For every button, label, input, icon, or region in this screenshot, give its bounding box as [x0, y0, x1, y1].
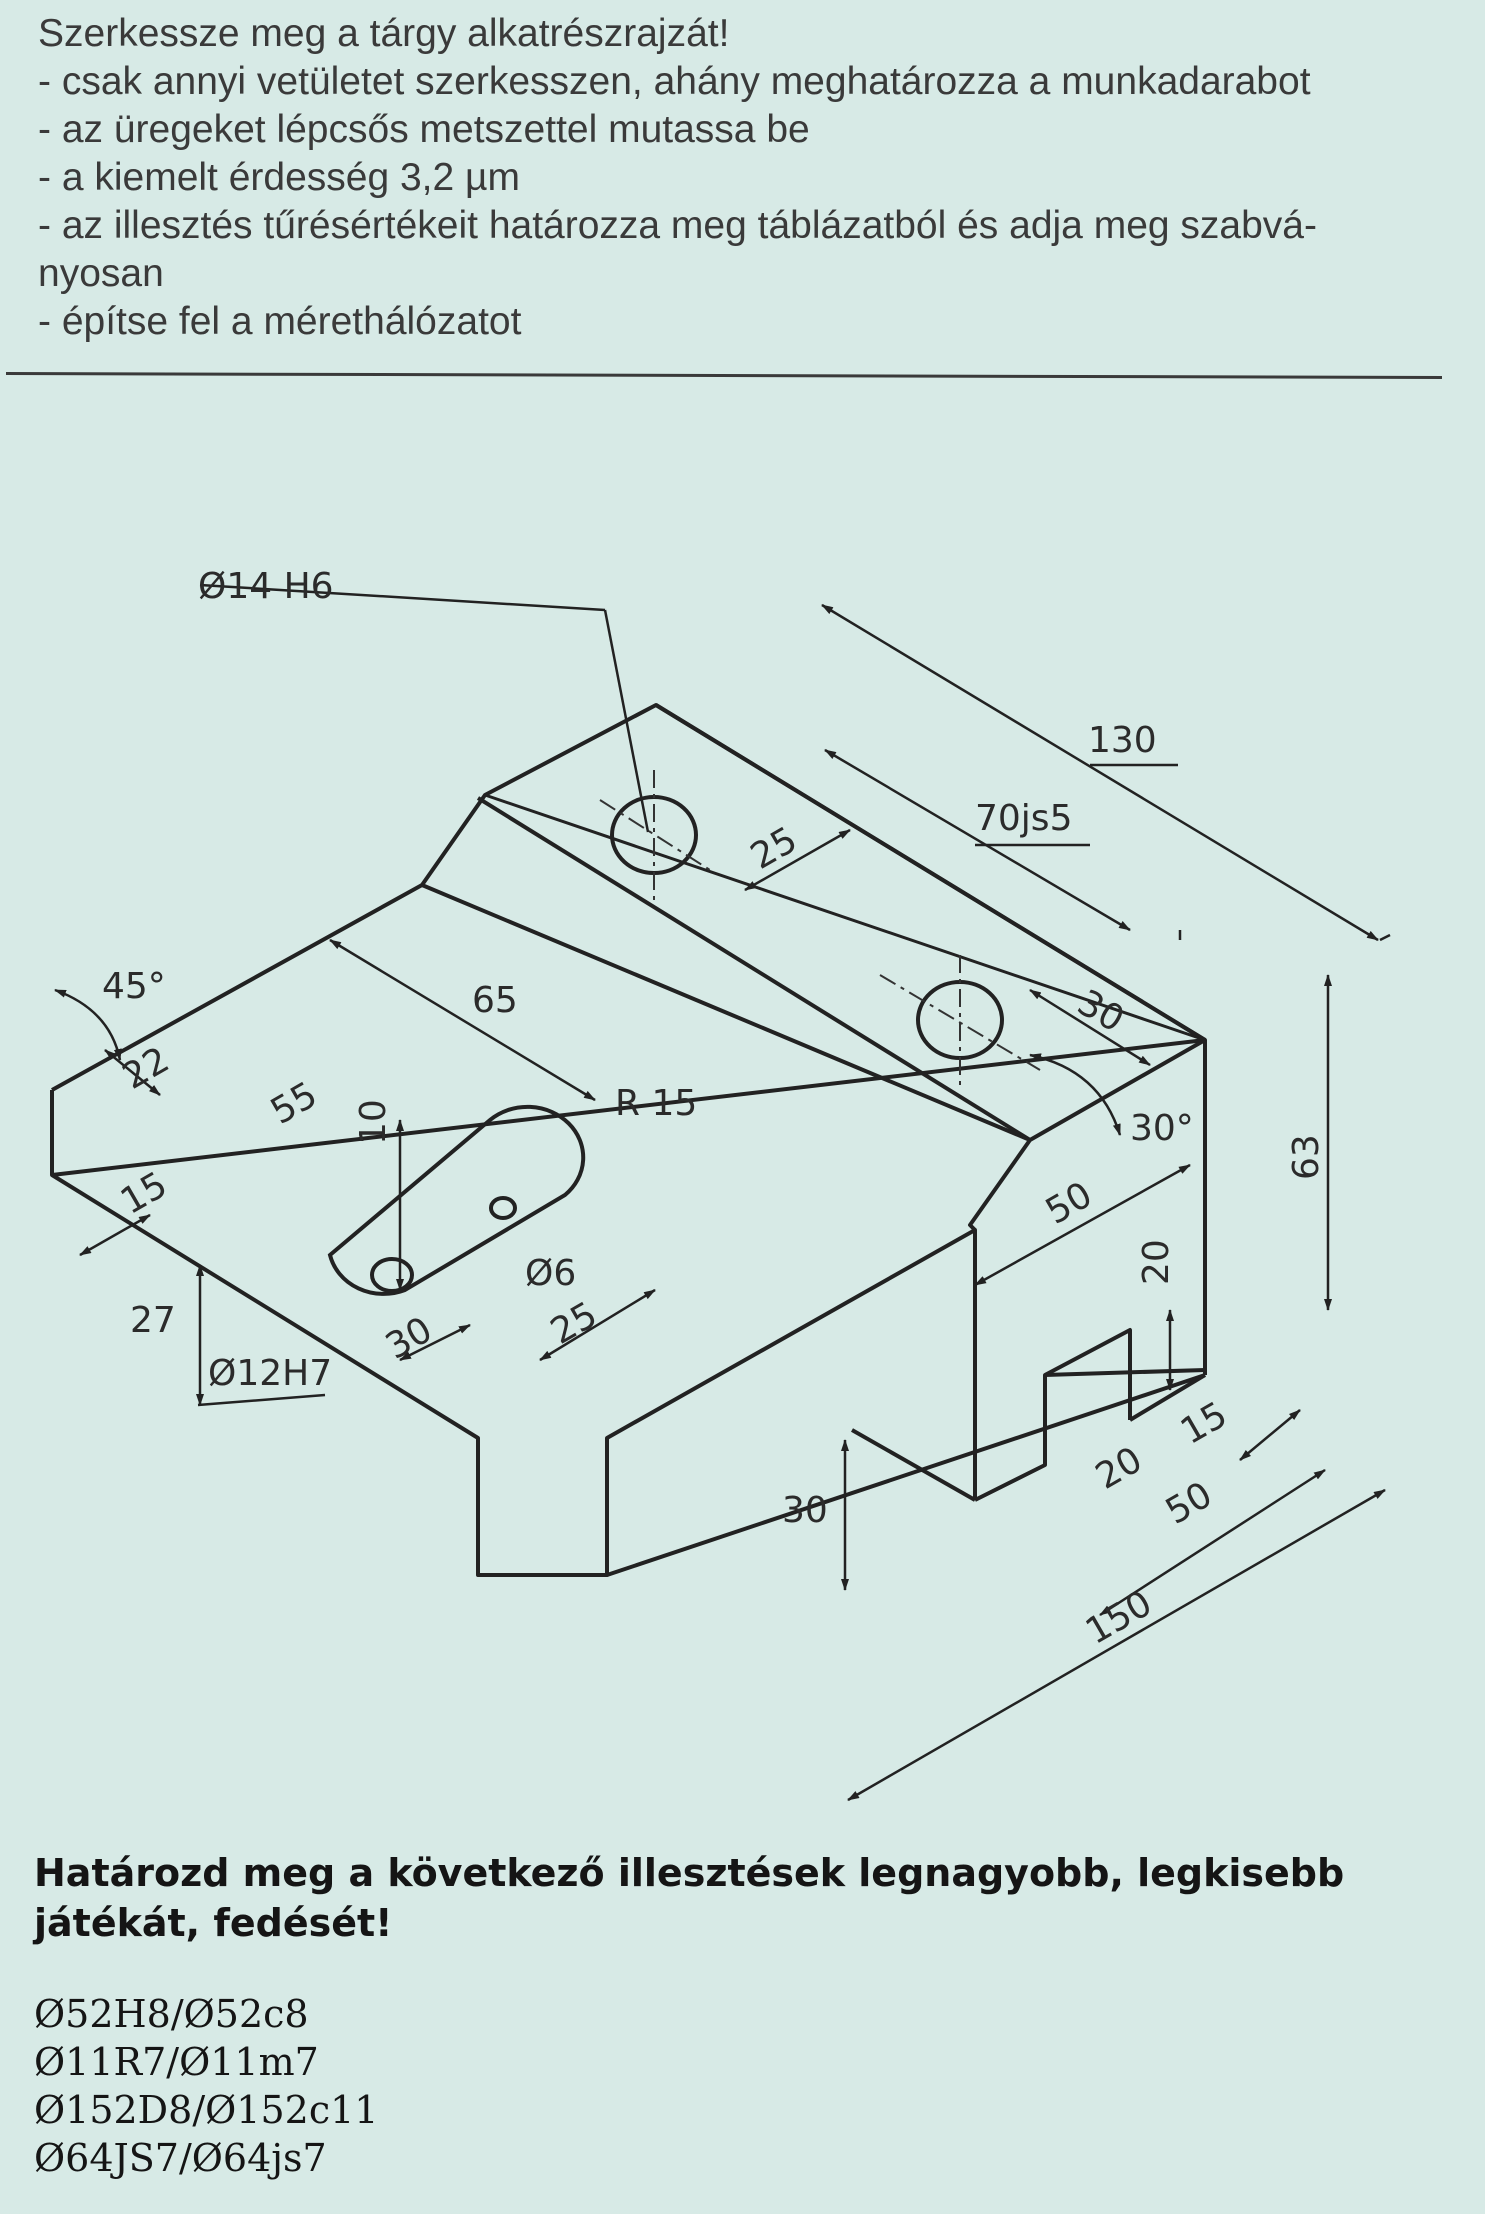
label-15-left: 15 [114, 1164, 174, 1222]
dimension-labels: Ø14 H6 130 70js5 25 30 30° 45° 22 65 55 … [102, 566, 1327, 1653]
label-10: 10 [353, 1099, 394, 1145]
label-27: 27 [130, 1300, 176, 1341]
instructions-block: Szerkessze meg a tárgy alkatrészrajzát! … [38, 10, 1458, 346]
task-title: Határozd meg a következő illesztések leg… [34, 1851, 1345, 1945]
isometric-drawing: Ø14 H6 130 70js5 25 30 30° 45° 22 65 55 … [50, 566, 1391, 1802]
label-hole-left: Ø12H7 [208, 1353, 332, 1394]
fit-item: Ø52H8/Ø52c8 [34, 1992, 309, 2036]
instruction-item: - az üregeket lépcsős metszettel mutassa… [38, 108, 810, 151]
label-70js5: 70js5 [975, 798, 1072, 839]
label-130: 130 [1088, 720, 1157, 761]
instruction-heading: Szerkessze meg a tárgy alkatrészrajzát! [38, 12, 730, 55]
instruction-item: - építse fel a mérethálózatot [38, 300, 522, 343]
instruction-item: nyosan [38, 252, 164, 295]
label-angle-30: 30° [1130, 1108, 1194, 1149]
label-20-vert: 20 [1136, 1239, 1177, 1285]
label-25-mid: 25 [544, 1294, 604, 1352]
instruction-item: - csak annyi vetületet szerkesszen, ahán… [38, 60, 1311, 103]
label-20-slot: 20 [1089, 1439, 1149, 1497]
label-r15: R 15 [615, 1083, 697, 1124]
fit-item: Ø64JS7/Ø64js7 [34, 2136, 327, 2180]
label-50-step: 50 [1039, 1174, 1099, 1232]
label-15-slot: 15 [1174, 1394, 1234, 1452]
fits-list: Ø52H8/Ø52c8 Ø11R7/Ø11m7 Ø152D8/Ø152c11 Ø… [34, 1990, 378, 2182]
label-angle-45: 45° [102, 966, 166, 1007]
label-63: 63 [1286, 1134, 1327, 1180]
label-30-mid: 30 [379, 1309, 439, 1367]
label-55: 55 [264, 1074, 324, 1132]
dimension-lines [54, 583, 1391, 1802]
label-25-top: 25 [744, 819, 804, 877]
instruction-item: - a kiemelt érdesség 3,2 µm [38, 156, 520, 199]
label-65: 65 [472, 980, 518, 1021]
label-30-height: 30 [782, 1490, 828, 1531]
fit-item: Ø152D8/Ø152c11 [34, 2088, 379, 2132]
label-50-base: 50 [1159, 1474, 1219, 1532]
label-hole-top: Ø14 H6 [198, 566, 334, 607]
instruction-item: - az illesztés tűrésértékeit határozza m… [38, 204, 1317, 247]
fit-item: Ø11R7/Ø11m7 [34, 2040, 319, 2084]
label-dia-6: Ø6 [525, 1253, 576, 1294]
